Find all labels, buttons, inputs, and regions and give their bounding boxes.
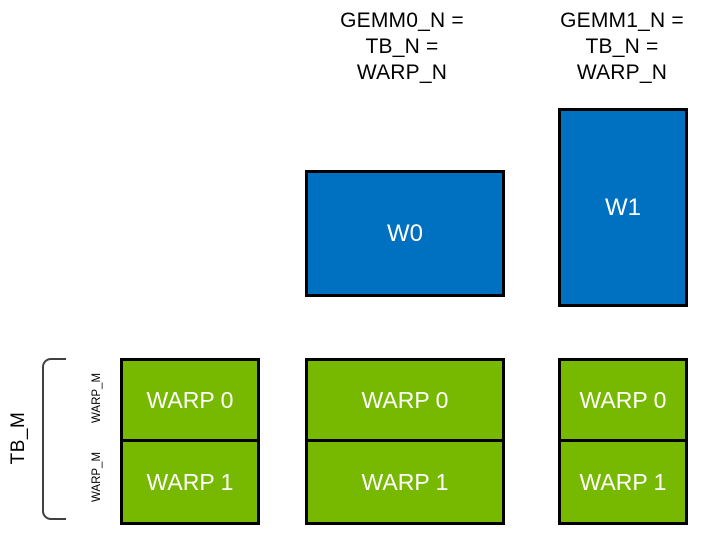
warp-box-col1-row0: WARP 0 [305, 358, 505, 442]
warp-m-label-top: WARP_M [91, 372, 103, 424]
warp-box-label: WARP 1 [579, 468, 667, 495]
gemm1-header-line-3: WARP_N [576, 61, 668, 84]
gemm0-header-line-3: WARP_N [356, 61, 448, 84]
w1-tile: W1 [558, 108, 688, 307]
warp-box-label: WARP 0 [146, 386, 234, 413]
w0-tile-label: W0 [387, 219, 423, 247]
gemm0-header-line-1: GEMM0_N = [340, 9, 464, 32]
warp-box-label: WARP 1 [361, 468, 449, 495]
w0-tile: W0 [305, 170, 505, 297]
w1-tile-label: W1 [605, 193, 641, 221]
warp-box-label: WARP 0 [361, 386, 449, 413]
tb-m-bracket [42, 358, 66, 520]
tb-m-label: TB_M [8, 411, 29, 465]
warp-box-col1-row1: WARP 1 [305, 439, 505, 525]
warp-box-col2-row1: WARP 1 [558, 439, 688, 525]
warp-box-label: WARP 0 [579, 386, 667, 413]
warp-box-col0-row0: WARP 0 [120, 358, 260, 442]
warp-box-label: WARP 1 [146, 468, 234, 495]
gemm1-header-line-1: GEMM1_N = [560, 9, 684, 32]
gemm1-header-line-2: TB_N = [585, 35, 659, 58]
warp-m-label-bottom: WARP_M [91, 451, 103, 503]
warp-box-col2-row0: WARP 0 [558, 358, 688, 442]
gemm0-header-label: GEMM0_N = TB_N = WARP_N [302, 8, 502, 86]
warp-box-col0-row1: WARP 1 [120, 439, 260, 525]
gemm1-header-label: GEMM1_N = TB_N = WARP_N [522, 8, 720, 86]
gemm0-header-line-2: TB_N = [365, 35, 439, 58]
